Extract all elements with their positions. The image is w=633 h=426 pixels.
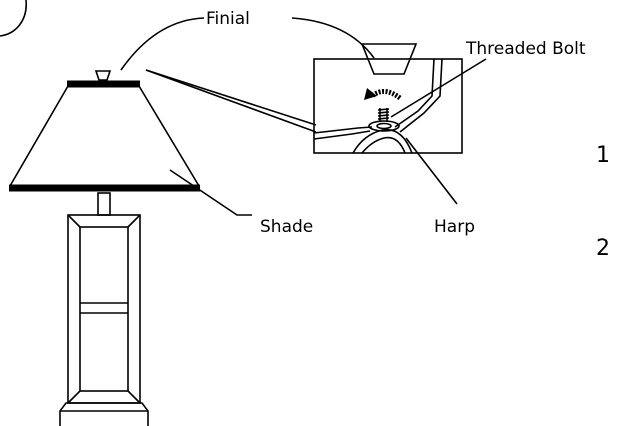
detail-inset	[313, 43, 463, 154]
lamp-shade	[9, 80, 200, 192]
lamp-base	[59, 214, 149, 426]
lamp-neck	[97, 192, 111, 216]
step-number-2: 2	[596, 236, 610, 261]
lamp	[9, 70, 200, 426]
detail-threaded-bolt	[368, 108, 400, 132]
detail-finial	[360, 43, 418, 75]
label-threaded-bolt: Threaded Bolt	[465, 39, 586, 59]
detail-harp	[313, 58, 443, 154]
label-harp: Harp	[434, 217, 475, 237]
detail-frame	[313, 58, 463, 154]
lamp-finial	[94, 70, 112, 81]
rotation-arrow-icon	[364, 88, 402, 101]
label-finial: Finial	[206, 9, 250, 29]
step-number-1: 1	[596, 143, 610, 168]
label-shade: Shade	[260, 217, 313, 237]
leader-lines	[120, 17, 487, 216]
corner-circle-marker	[0, 0, 27, 37]
